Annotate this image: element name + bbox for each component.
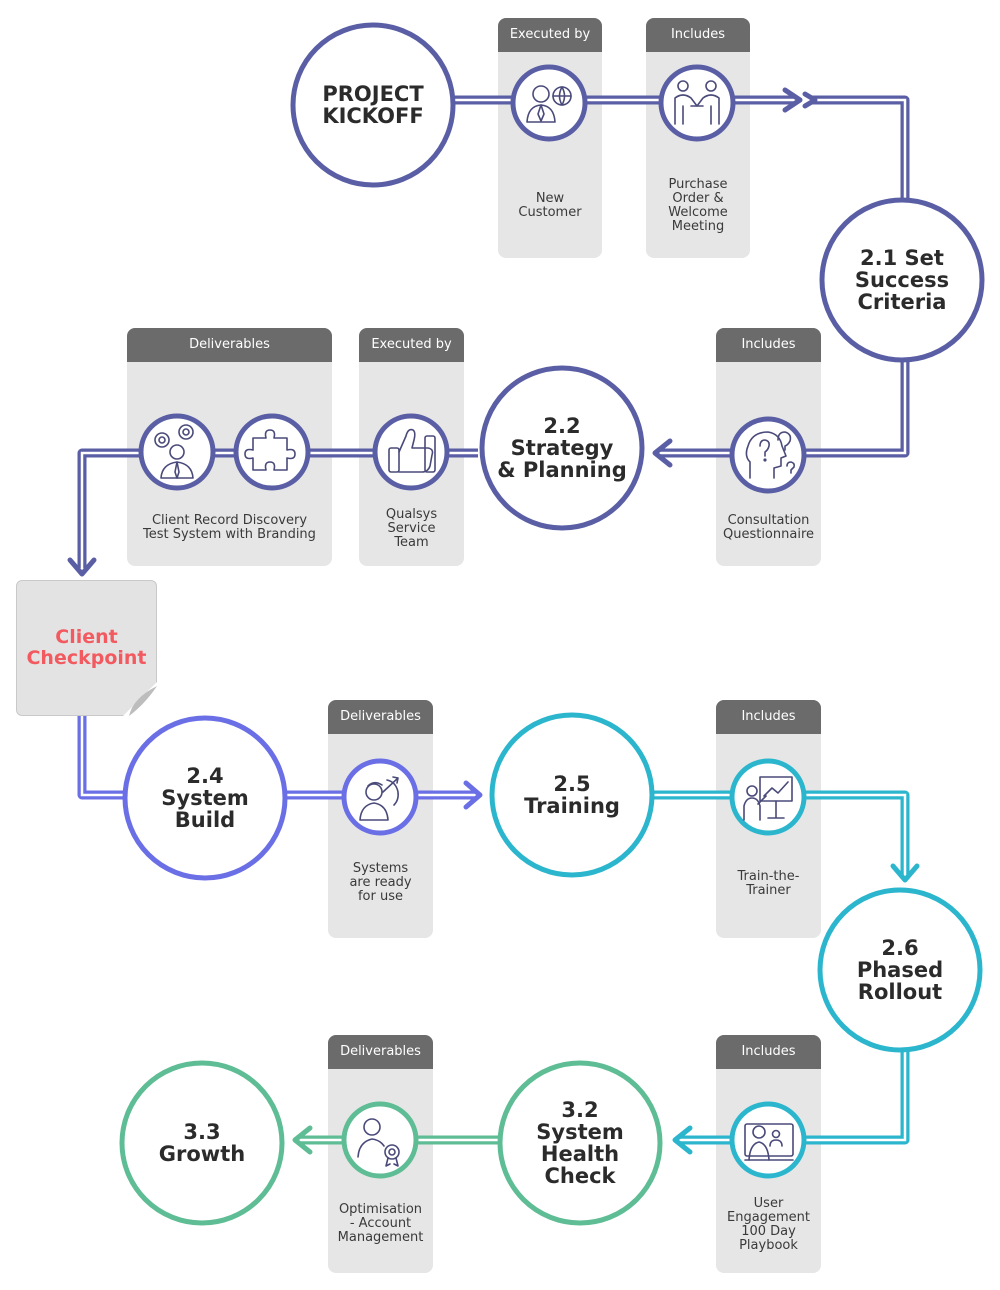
node-3-2 xyxy=(497,1060,663,1226)
panel-header: Executed by xyxy=(359,328,464,362)
node-kickoff-label: PROJECT KICKOFF xyxy=(322,81,424,128)
arrowhead-right xyxy=(802,91,818,109)
panel-text: Optimisation - Account Management xyxy=(337,1202,424,1245)
gears-person-icon xyxy=(154,424,194,479)
node-2-5-label: 2.5 Training xyxy=(524,771,620,818)
panel-text: Systems are ready for use xyxy=(349,861,412,904)
award-person-icon xyxy=(357,1118,400,1167)
panel-header: Includes xyxy=(716,1035,821,1069)
panel-text: User Engagement 100 Day Playbook xyxy=(727,1196,810,1253)
node-2-4-label: 2.4 System Build xyxy=(161,763,249,833)
question-head-icon xyxy=(745,431,795,479)
client-checkpoint-label: Client Checkpoint xyxy=(26,626,147,669)
node-3-3-label: 3.3 Growth xyxy=(158,1119,246,1166)
panel-text: Consultation Questionnaire xyxy=(722,513,815,542)
arrowhead-down xyxy=(67,557,97,577)
panel-header: Executed by xyxy=(498,18,602,52)
node-2-4 xyxy=(122,715,288,881)
presentation-icon xyxy=(743,776,793,821)
thumbs-up-icon xyxy=(388,428,436,473)
panel-header: Deliverables xyxy=(328,700,433,734)
customer-globe-icon xyxy=(526,85,572,123)
arrowhead-right xyxy=(463,780,483,810)
panel-new-customer: Executed by New Customer xyxy=(498,18,602,258)
node-2-2 xyxy=(479,365,645,531)
connector-checkpoint-to-2-4 xyxy=(77,716,125,800)
page-curl-icon xyxy=(123,682,157,716)
arrowhead-left xyxy=(292,1125,313,1155)
panel-header: Includes xyxy=(646,18,750,52)
arrowhead-left xyxy=(652,438,673,468)
panel-header: Deliverables xyxy=(328,1035,433,1069)
panel-text: Train-the- Trainer xyxy=(737,869,800,898)
node-2-6 xyxy=(817,887,983,1053)
panel-text: New Customer xyxy=(518,191,582,220)
node-kickoff xyxy=(290,22,456,188)
puzzle-icon xyxy=(244,429,296,471)
arrowhead-left xyxy=(672,1125,693,1155)
node-2-2-label: 2.2 Strategy & Planning xyxy=(497,413,627,483)
node-2-1 xyxy=(819,197,985,363)
node-2-1-label: 2.1 Set Success Criteria xyxy=(854,245,950,315)
panel-header: Includes xyxy=(716,328,821,362)
panel-header: Deliverables xyxy=(127,328,332,362)
panel-header: Includes xyxy=(716,700,821,734)
client-checkpoint-note: Client Checkpoint xyxy=(16,580,157,716)
panel-text: Client Record Discovery Test System with… xyxy=(143,513,316,542)
target-person-icon xyxy=(359,776,399,821)
node-2-5 xyxy=(489,712,655,878)
video-call-icon xyxy=(744,1123,794,1161)
panel-text: Purchase Order & Welcome Meeting xyxy=(668,177,728,234)
arrowhead-right xyxy=(782,87,803,113)
node-2-6-label: 2.6 Phased Rollout xyxy=(856,935,944,1005)
arrowhead-down xyxy=(890,863,920,883)
node-3-2-label: 3.2 System Health Check xyxy=(536,1097,624,1189)
node-3-3 xyxy=(119,1060,285,1226)
handshake-icon xyxy=(674,80,720,125)
panel-text: Qualsys Service Team xyxy=(385,507,438,550)
